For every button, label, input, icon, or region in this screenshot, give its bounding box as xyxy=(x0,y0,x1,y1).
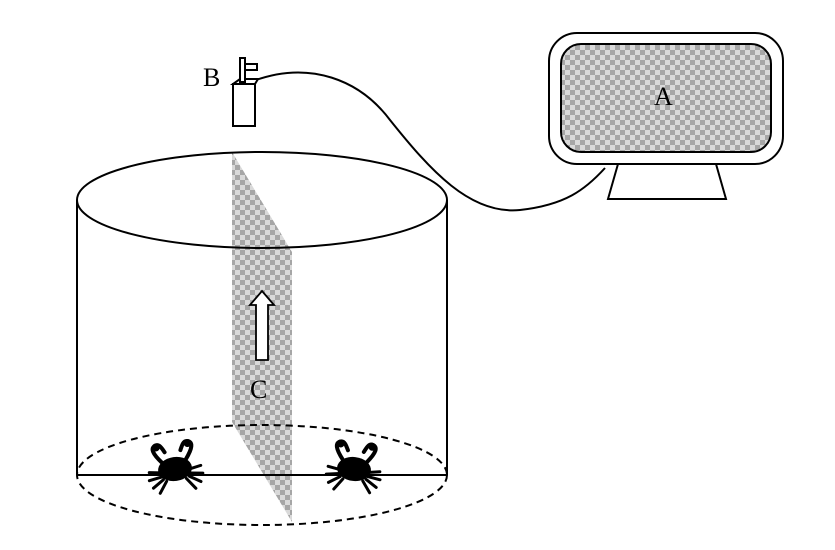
label-a: A xyxy=(654,82,673,111)
crab-icon xyxy=(322,436,386,496)
label-b: B xyxy=(203,63,220,92)
crab-icon xyxy=(142,435,207,497)
label-c: C xyxy=(250,375,267,404)
arrow-up-icon xyxy=(248,289,276,361)
camera-icon xyxy=(229,57,260,127)
cable xyxy=(252,71,606,212)
monitor-icon xyxy=(548,32,784,200)
